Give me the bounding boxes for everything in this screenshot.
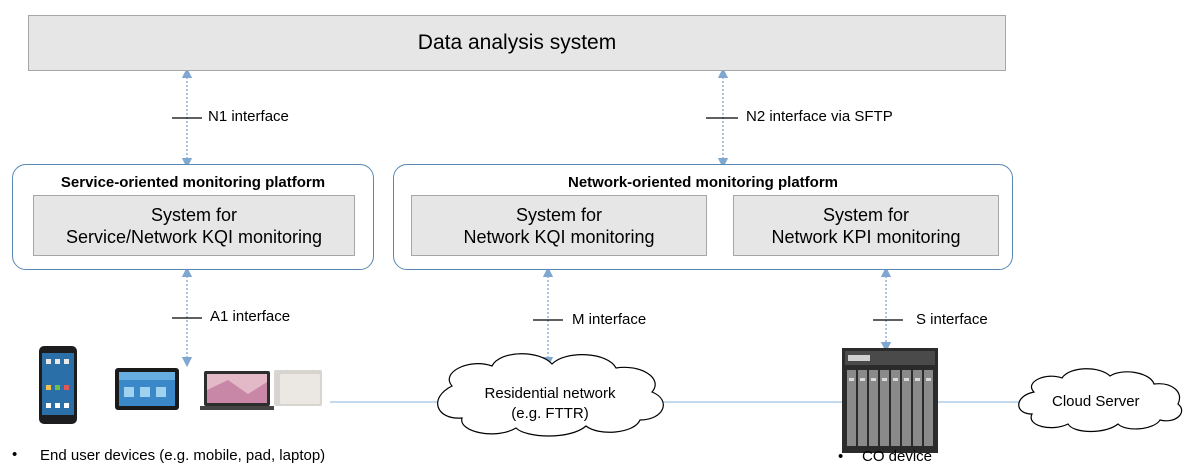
- network-kpi-line2: Network KPI monitoring: [771, 226, 961, 247]
- service-system-line1: System for: [150, 204, 238, 225]
- network-oriented-platform: Network-oriented monitoring platform Sys…: [393, 164, 1013, 270]
- service-kqi-system-box: System for Service/Network KQI monitorin…: [33, 195, 355, 256]
- network-kpi-system-box: System for Network KPI monitoring: [733, 195, 999, 256]
- service-platform-title: Service-oriented monitoring platform: [60, 174, 326, 191]
- a1-interface-label: A1 interface: [210, 308, 291, 325]
- cloud-server-shape: [1018, 368, 1183, 433]
- data-analysis-system-label: Data analysis system: [417, 31, 617, 54]
- co-device-icon: [842, 348, 938, 453]
- bullet: •: [12, 446, 18, 463]
- bullet: •: [838, 448, 844, 465]
- service-system-line2: Service/Network KQI monitoring: [65, 226, 323, 247]
- residential-network-line1: Residential network: [484, 385, 616, 402]
- n2-interface-label: N2 interface via SFTP: [746, 108, 893, 125]
- s-interface-label: S interface: [916, 311, 988, 328]
- m-interface-label: M interface: [572, 311, 647, 328]
- co-device-caption: CO device: [862, 448, 933, 465]
- residential-cloud-shape: [437, 353, 664, 437]
- smartphone-icon: [39, 346, 77, 424]
- data-analysis-system-box: Data analysis system: [28, 15, 1006, 71]
- network-kqi-line2: Network KQI monitoring: [463, 226, 655, 247]
- residential-network-line2: (e.g. FTTR): [511, 405, 589, 422]
- network-kpi-line1: System for: [822, 204, 910, 225]
- end-user-devices-caption: End user devices (e.g. mobile, pad, lapt…: [40, 447, 326, 464]
- laptop-icon: [200, 370, 322, 410]
- residential-network-label: Residential network (e.g. FTTR): [452, 384, 648, 424]
- service-oriented-platform: Service-oriented monitoring platform Sys…: [12, 164, 374, 270]
- n1-interface-label: N1 interface: [208, 108, 289, 125]
- network-platform-title: Network-oriented monitoring platform: [568, 174, 838, 191]
- network-kqi-system-box: System for Network KQI monitoring: [411, 195, 707, 256]
- network-kqi-line1: System for: [515, 204, 603, 225]
- tablet-icon: [115, 368, 179, 410]
- cloud-server-label: Cloud Server: [1052, 393, 1140, 410]
